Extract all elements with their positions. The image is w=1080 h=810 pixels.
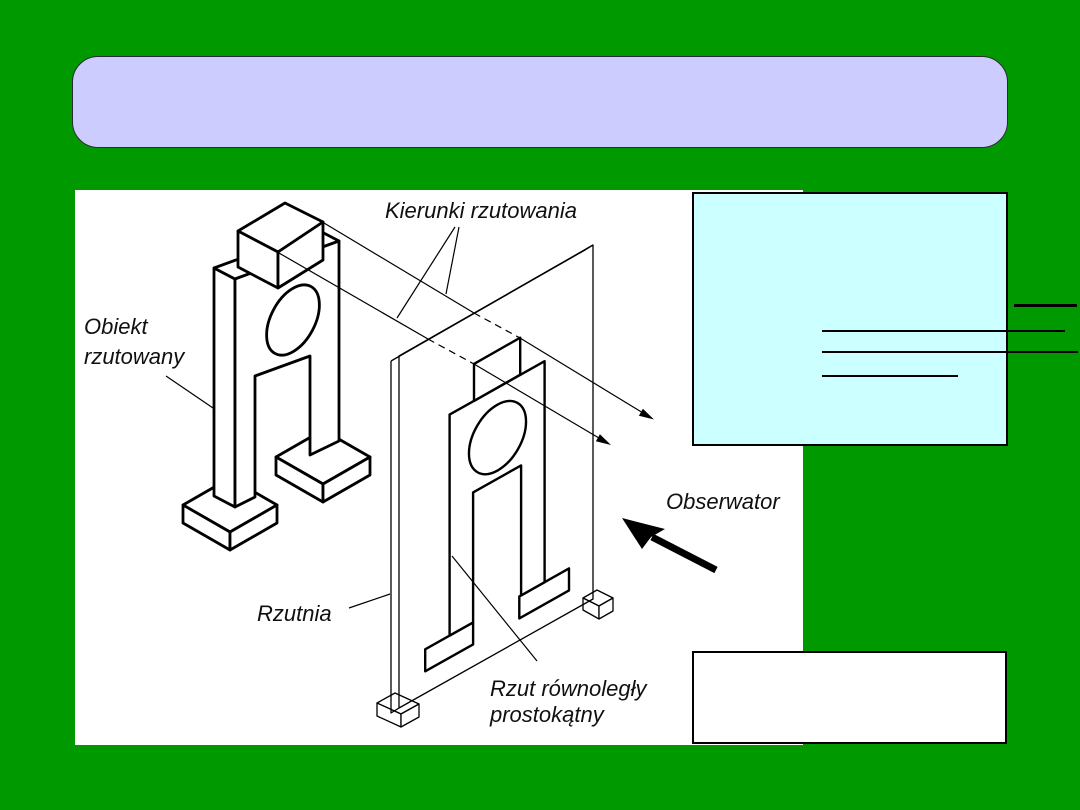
label-kierunki-rzutowania: Kierunki rzutowania xyxy=(385,198,577,223)
label-prostokatny: prostokątny xyxy=(489,702,606,727)
leader-projection xyxy=(451,555,538,662)
object-hole xyxy=(265,283,321,357)
leader-object xyxy=(165,375,214,409)
underline-rule-1 xyxy=(822,330,1065,332)
leader-directions-left xyxy=(396,226,456,319)
ray-arrowhead-lower xyxy=(595,434,611,445)
label-obiekt: Obiekt xyxy=(84,314,148,339)
underline-rule-top xyxy=(1014,304,1077,307)
label-rzutowany: rzutowany xyxy=(84,344,186,369)
ray-arrowhead-upper xyxy=(638,408,654,420)
white-note-box xyxy=(692,651,1007,744)
plane-right-foot xyxy=(582,589,614,620)
projection-plane xyxy=(376,244,614,728)
projected-object-3d xyxy=(181,201,372,552)
underline-rule-2 xyxy=(822,351,1078,353)
leader-lines xyxy=(165,226,538,662)
label-rzutnia: Rzutnia xyxy=(257,601,332,626)
diagram-labels: Kierunki rzutowania Obiekt rzutowany Rzu… xyxy=(84,198,781,727)
underline-rule-3 xyxy=(822,375,958,377)
figure-hole xyxy=(467,399,528,476)
projection-diagram: Kierunki rzutowania Obiekt rzutowany Rzu… xyxy=(84,198,781,728)
label-rzut-rownolegly: Rzut równoległy xyxy=(490,676,649,701)
projection-figure-2d xyxy=(424,336,571,673)
cyan-note-box xyxy=(692,192,1008,446)
label-obserwator: Obserwator xyxy=(666,489,781,514)
leader-directions-right xyxy=(445,226,460,295)
observer-arrow xyxy=(622,518,718,574)
leader-plane xyxy=(348,593,391,609)
projection-diagram-panel: Kierunki rzutowania Obiekt rzutowany Rzu… xyxy=(75,190,803,745)
title-placeholder xyxy=(72,56,1008,148)
projection-direction-lines xyxy=(278,222,654,445)
plane-left-foot xyxy=(376,692,420,728)
